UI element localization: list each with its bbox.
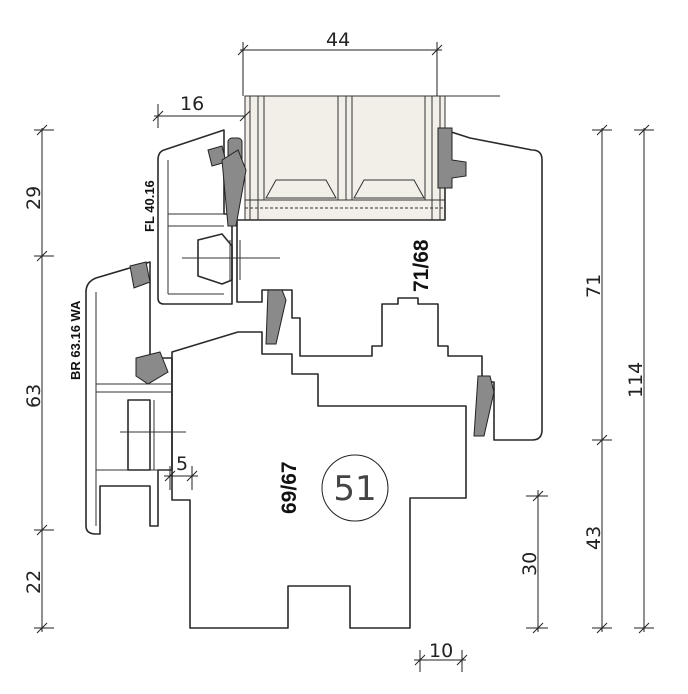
dimension-16-label: 16: [180, 93, 204, 115]
sash-size-label: 71/68: [410, 239, 433, 292]
dimension-29-label: 29: [23, 186, 45, 210]
dimension-30-label: 30: [519, 552, 541, 576]
dimension-5: [164, 466, 198, 490]
dimension-114-label: 114: [625, 362, 647, 398]
right-vertical-dimension: [592, 124, 612, 634]
badge-label: 51: [333, 469, 376, 509]
dimension-10: [414, 650, 468, 672]
sash-profile: [236, 129, 543, 441]
dimension-43-label: 43: [583, 526, 605, 550]
dimension-5-label: 5: [176, 453, 188, 475]
fl-profile-label: FL 40.16: [142, 180, 157, 232]
dimension-114: [634, 124, 654, 634]
dimension-44: [237, 42, 443, 96]
frame-profile: [171, 331, 467, 629]
badge-circle: [321, 454, 389, 522]
dimension-16: [152, 104, 251, 128]
dimension-63-label: 63: [23, 384, 45, 408]
dimension-22-label: 22: [23, 570, 45, 594]
dimension-30: [526, 490, 548, 634]
inner-glass-seal: [437, 127, 467, 189]
fl-cladding-profile: [157, 129, 280, 305]
br-profile-label: BR 63.16 WA: [68, 300, 83, 380]
glazing-unit: [244, 95, 500, 221]
dimension-71-label: 71: [583, 274, 605, 298]
dimension-44-label: 44: [326, 29, 350, 51]
frame-size-label: 69/67: [278, 461, 301, 514]
br-cladding-profile: [85, 261, 186, 535]
left-vertical-dimension: [34, 124, 54, 634]
frame-rebate-seal: [473, 375, 495, 437]
sash-rebate-seal: [265, 289, 287, 345]
dimension-10-label: 10: [429, 640, 453, 662]
